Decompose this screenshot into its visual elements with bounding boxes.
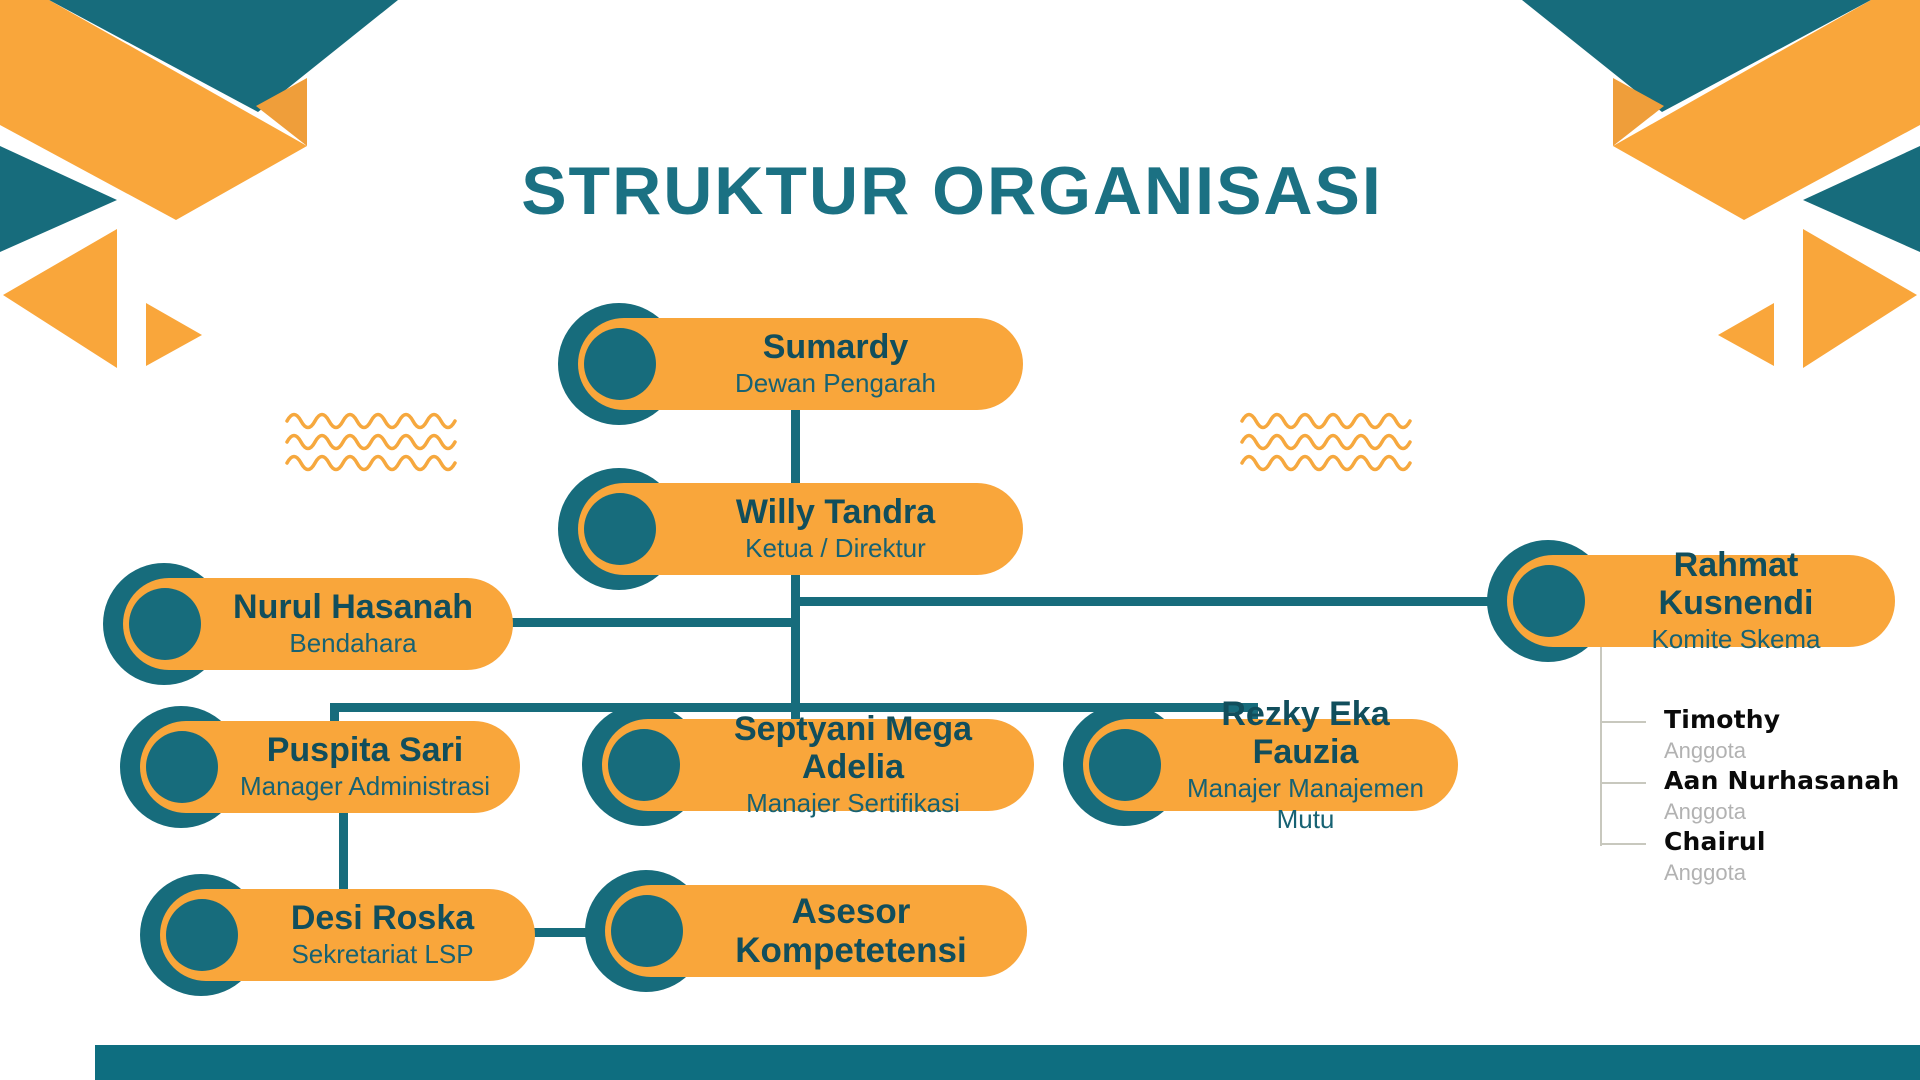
corner-decoration-left: [0, 0, 398, 368]
node-avatar-circle: [146, 731, 218, 803]
wavy-lines-right: [1240, 412, 1412, 472]
connector-puspita-desi: [339, 806, 348, 896]
org-node-puspita-sari: Puspita Sari Manager Administrasi: [120, 706, 520, 828]
teal-band-shape: [49, 0, 398, 112]
teal-band-shape: [1522, 0, 1871, 112]
member-list-tick: [1600, 782, 1646, 784]
org-node-desi-roska: Desi Roska Sekretariat LSP: [140, 874, 535, 996]
node-avatar-circle: [584, 493, 656, 565]
connector-stub-puspita: [330, 703, 339, 727]
member-item-chairul: Chairul Anggota: [1664, 827, 1920, 886]
org-node-rezky-eka-fauzia: Rezky Eka Fauzia Manajer Manajemen Mutu: [1063, 695, 1458, 834]
node-avatar-circle: [1513, 565, 1585, 637]
node-avatar-circle: [611, 895, 683, 967]
node-name: Septyani Mega Adelia: [733, 710, 973, 787]
member-name: Aan Nurhasanah: [1664, 766, 1900, 795]
node-name: Asesor Kompetetensi: [735, 891, 967, 970]
node-name: Rahmat Kusnendi: [1658, 546, 1814, 623]
connector-desi-asesor: [533, 928, 611, 937]
orange-ribbon-fold-shape: [256, 78, 307, 146]
node-avatar-circle: [129, 588, 201, 660]
node-role: Sekretariat LSP: [291, 939, 474, 970]
org-node-sumardy: Sumardy Dewan Pengarah: [558, 303, 1023, 425]
orange-triangle-small: [1718, 303, 1774, 366]
connector-sumardy-willy: [791, 408, 800, 486]
member-list-vertical-line: [1600, 640, 1602, 846]
node-name: Puspita Sari: [266, 731, 464, 770]
node-role: Dewan Pengarah: [735, 368, 936, 399]
footer-bar: [95, 1045, 1920, 1080]
org-node-nurul-hasanah: Nurul Hasanah Bendahara: [103, 563, 513, 685]
member-list-tick: [1600, 843, 1646, 845]
org-node-septyani-mega-adelia: Septyani Mega Adelia Manajer Sertifikasi: [582, 704, 1034, 826]
node-name: Nurul Hasanah: [233, 588, 473, 627]
member-name: Chairul: [1664, 827, 1766, 856]
org-node-rahmat-kusnendi: Rahmat Kusnendi Komite Skema: [1487, 540, 1895, 662]
wavy-lines-left: [285, 412, 457, 472]
member-role: Anggota: [1664, 860, 1746, 885]
node-avatar-circle: [608, 729, 680, 801]
member-name: Timothy: [1664, 705, 1781, 734]
member-item-timothy: Timothy Anggota: [1664, 705, 1920, 764]
corner-decoration-right: [1522, 0, 1920, 368]
node-avatar-circle: [1089, 729, 1161, 801]
orange-ribbon-shape: [1613, 0, 1920, 220]
node-role: Manajer Manajemen Mutu: [1186, 772, 1424, 835]
teal-wedge-shape: [1803, 146, 1920, 252]
node-role: Manajer Sertifikasi: [746, 788, 960, 819]
page-title: STRUKTUR ORGANISASI: [521, 153, 1383, 229]
node-role: Bendahara: [289, 628, 417, 659]
orange-triangle-large: [1803, 229, 1917, 368]
member-item-aan-nurhasanah: Aan Nurhasanah Anggota: [1664, 766, 1920, 825]
org-node-willy-tandra: Willy Tandra Ketua / Direktur: [558, 468, 1023, 590]
connector-managers-horizontal: [330, 703, 1258, 712]
orange-triangle-small: [146, 303, 202, 366]
node-role: Komite Skema: [1651, 624, 1821, 655]
org-node-asesor-kompetetensi: Asesor Kompetetensi: [585, 870, 1027, 992]
teal-wedge-shape: [0, 146, 117, 252]
node-name: Rezky Eka Fauzia: [1221, 694, 1390, 771]
member-role: Anggota: [1664, 738, 1746, 763]
node-name: Willy Tandra: [735, 493, 936, 532]
orange-ribbon-fold-shape: [1613, 78, 1664, 146]
node-name: Sumardy: [762, 328, 909, 367]
node-name: Desi Roska: [290, 899, 475, 938]
member-list-tick: [1600, 721, 1646, 723]
connector-willy-down: [791, 573, 800, 733]
orange-ribbon-shape: [0, 0, 307, 220]
node-avatar-circle: [584, 328, 656, 400]
member-role: Anggota: [1664, 799, 1746, 824]
connector-to-rahmat: [795, 597, 1510, 606]
node-role: Manager Administrasi: [240, 771, 490, 802]
node-role: Ketua / Direktur: [745, 533, 926, 564]
node-avatar-circle: [166, 899, 238, 971]
connector-stub-rezky: [1249, 703, 1258, 727]
orange-triangle-large: [3, 229, 117, 368]
connector-from-nurul: [510, 618, 795, 627]
